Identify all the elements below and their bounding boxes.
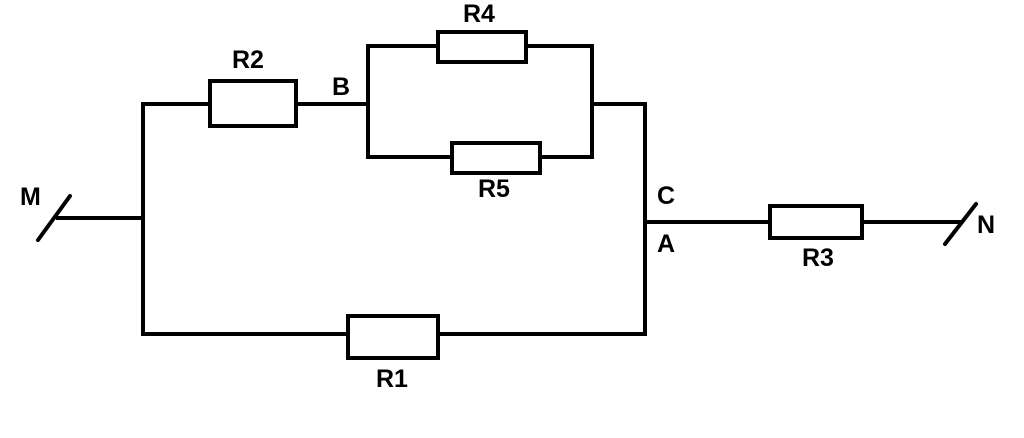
label-r4: R4	[463, 0, 495, 28]
terminal-m-mark	[36, 194, 72, 242]
label-node-a: A	[657, 230, 675, 258]
label-r1: R1	[376, 365, 408, 393]
label-node-n: N	[977, 211, 995, 239]
label-r5: R5	[478, 175, 510, 203]
resistor-r4	[436, 30, 528, 64]
resistor-r1	[346, 314, 440, 360]
resistor-r3	[768, 204, 864, 240]
label-r3: R3	[802, 244, 834, 272]
label-node-m: M	[20, 183, 41, 211]
resistor-r5	[450, 141, 542, 175]
resistor-r2	[208, 79, 298, 128]
wires	[56, 44, 962, 336]
label-node-c: C	[657, 182, 675, 210]
label-node-b: B	[332, 73, 350, 101]
terminal-n-mark	[943, 202, 978, 246]
label-r2: R2	[232, 46, 264, 74]
